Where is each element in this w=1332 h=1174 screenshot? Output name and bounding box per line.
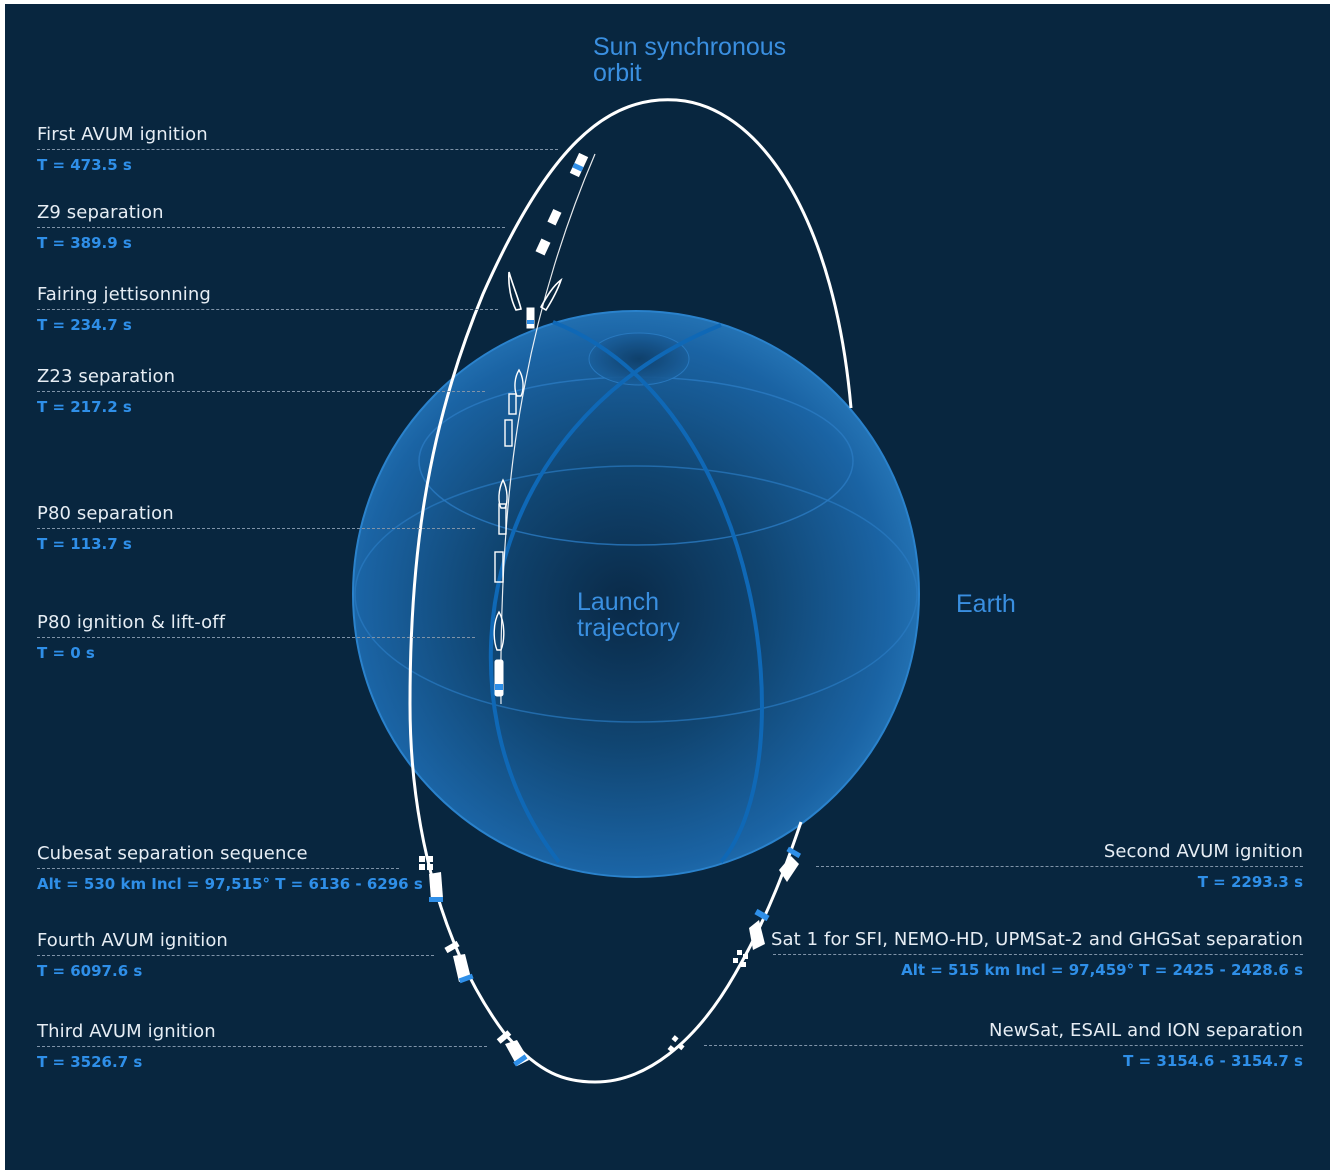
trajectory-label-line2: trajectory bbox=[577, 614, 680, 642]
leader-line bbox=[37, 637, 475, 638]
event-detail: Alt = 515 km Incl = 97,459° T = 2425 - 2… bbox=[901, 961, 1303, 979]
event-detail: T = 2293.3 s bbox=[1197, 873, 1303, 891]
leader-line bbox=[37, 309, 498, 310]
orbit-label: Sun synchronous orbit bbox=[593, 34, 786, 86]
event-cubesat-separation: Cubesat separation sequence Alt = 530 km… bbox=[37, 843, 423, 894]
event-third-avum: Third AVUM ignition T = 3526.7 s bbox=[37, 1021, 487, 1072]
event-title: Z23 separation bbox=[37, 366, 176, 387]
event-liftoff: P80 ignition & lift-off T = 0 s bbox=[37, 612, 475, 663]
leader-line bbox=[37, 955, 434, 956]
event-detail: T = 0 s bbox=[37, 644, 95, 662]
orbit-label-line2: orbit bbox=[593, 59, 642, 87]
event-sat1-separation: Sat 1 for SFI, NEMO-HD, UPMSat-2 and GHG… bbox=[771, 929, 1303, 980]
leader-line bbox=[773, 954, 1303, 955]
leader-line bbox=[37, 149, 558, 150]
event-second-avum: Second AVUM ignition T = 2293.3 s bbox=[816, 841, 1303, 892]
rocket-stage-icon bbox=[535, 152, 589, 256]
leader-line bbox=[37, 868, 399, 869]
event-title: Fourth AVUM ignition bbox=[37, 930, 228, 951]
leader-line bbox=[704, 1045, 1303, 1046]
fairing-icon bbox=[508, 271, 563, 312]
orbit-path bbox=[408, 98, 853, 1084]
leader-line bbox=[37, 227, 505, 228]
satellite-icon bbox=[419, 846, 802, 1067]
event-fairing-jettison: Fairing jettisonning T = 234.7 s bbox=[37, 284, 498, 335]
event-z9-separation: Z9 separation T = 389.9 s bbox=[37, 202, 505, 253]
event-detail: T = 473.5 s bbox=[37, 156, 132, 174]
trajectory-label: Launch trajectory bbox=[577, 589, 680, 641]
leader-line bbox=[37, 1046, 487, 1047]
orbit-label-line1: Sun synchronous bbox=[593, 33, 787, 61]
event-title: P80 separation bbox=[37, 503, 174, 524]
leader-line bbox=[37, 391, 485, 392]
event-title: Second AVUM ignition bbox=[1103, 841, 1303, 862]
event-detail: T = 389.9 s bbox=[37, 234, 132, 252]
diagram-canvas: Sun synchronous orbit Launch trajectory … bbox=[5, 4, 1330, 1170]
event-newsat-separation: NewSat, ESAIL and ION separation T = 315… bbox=[704, 1020, 1303, 1071]
event-first-avum: First AVUM ignition T = 473.5 s bbox=[37, 124, 558, 175]
earth-globe bbox=[352, 310, 920, 878]
event-title: Z9 separation bbox=[37, 202, 164, 223]
event-z23-separation: Z23 separation T = 217.2 s bbox=[37, 366, 485, 417]
rocket-stage-icon bbox=[493, 307, 535, 697]
event-detail: T = 6097.6 s bbox=[37, 962, 143, 980]
event-detail: T = 113.7 s bbox=[37, 535, 132, 553]
event-title: NewSat, ESAIL and ION separation bbox=[989, 1020, 1303, 1041]
leader-line bbox=[37, 528, 475, 529]
event-detail: T = 234.7 s bbox=[37, 316, 132, 334]
trajectory-label-line1: Launch bbox=[577, 588, 660, 616]
event-title: First AVUM ignition bbox=[37, 124, 208, 145]
diagram-art bbox=[352, 98, 920, 1084]
event-p80-separation: P80 separation T = 113.7 s bbox=[37, 503, 475, 554]
leader-line bbox=[816, 866, 1303, 867]
event-title: Fairing jettisonning bbox=[37, 284, 211, 305]
earth-label: Earth bbox=[956, 590, 1016, 618]
event-title: Sat 1 for SFI, NEMO-HD, UPMSat-2 and GHG… bbox=[771, 929, 1303, 950]
event-title: Cubesat separation sequence bbox=[37, 843, 308, 864]
event-detail: T = 3526.7 s bbox=[37, 1053, 143, 1071]
event-fourth-avum: Fourth AVUM ignition T = 6097.6 s bbox=[37, 930, 434, 981]
event-detail: T = 217.2 s bbox=[37, 398, 132, 416]
event-detail: Alt = 530 km Incl = 97,515° T = 6136 - 6… bbox=[37, 875, 423, 893]
event-title: P80 ignition & lift-off bbox=[37, 612, 226, 633]
event-title: Third AVUM ignition bbox=[37, 1021, 216, 1042]
event-detail: T = 3154.6 - 3154.7 s bbox=[1123, 1052, 1303, 1070]
launch-trajectory-path bbox=[500, 153, 596, 705]
